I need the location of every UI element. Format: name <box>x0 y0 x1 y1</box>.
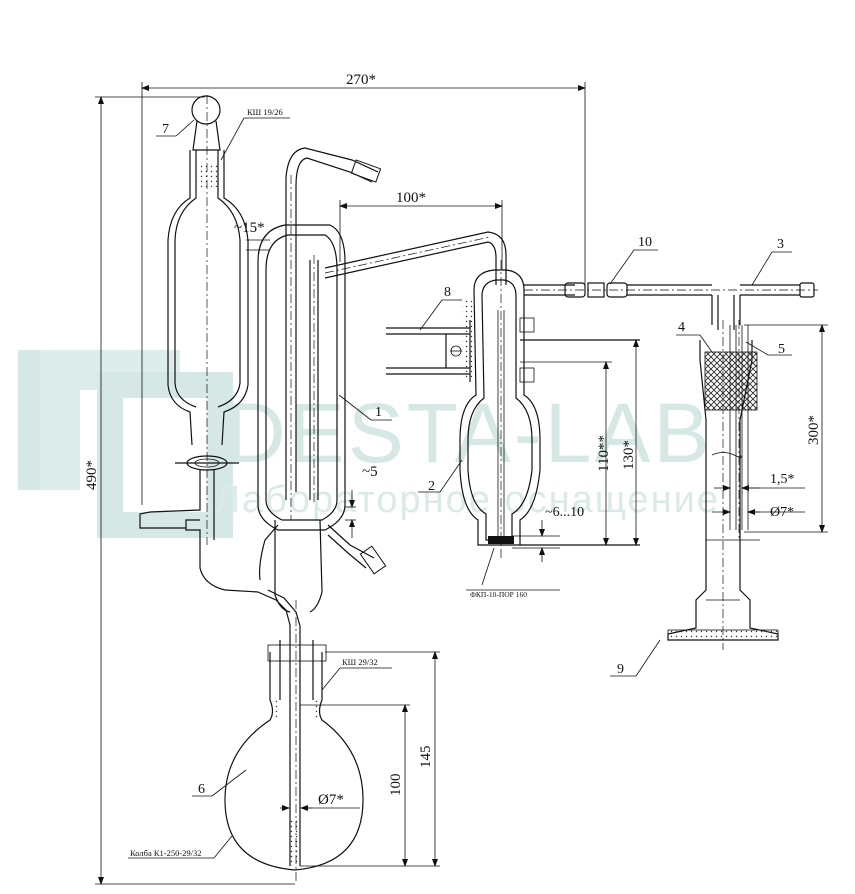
dim-inlet-d7: Ø7* <box>318 792 344 808</box>
measuring-cylinder: 300* 1,5* Ø7* 4 5 9 <box>610 320 828 677</box>
callout-1: 1 <box>375 405 382 420</box>
dropping-funnel: ~15* КШ 19/26 <box>139 95 290 593</box>
overall-dimensions: 270* 490* <box>84 72 586 885</box>
dim-tube-d7: Ø7* <box>770 505 794 520</box>
dim-trap-130: 130* <box>621 440 637 470</box>
dim-flask-100: 100 <box>388 774 404 797</box>
callout-8: 8 <box>444 285 451 300</box>
connecting-arm: 100* <box>324 190 507 285</box>
trap-vessel: 110** 130* ~6...10 ФКП-10-ПОР 160 2 <box>418 260 640 599</box>
t-tube-assembly: 10 3 <box>524 235 818 330</box>
dim-condenser-spacing: 100* <box>396 190 426 206</box>
holder-clamp: 8 <box>386 285 471 382</box>
label-flask: Колба К1-250-29/32 <box>130 848 202 858</box>
dim-frit-gap: ~6...10 <box>545 505 584 520</box>
dim-trap-110: 110** <box>596 435 612 472</box>
callout-7: 7 <box>162 122 169 137</box>
callout-9: 9 <box>617 662 624 677</box>
central-column: ~5 1 <box>257 147 392 613</box>
label-joint-top: КШ 19/26 <box>247 107 283 117</box>
callout-4: 4 <box>678 320 685 335</box>
flask: Ø7* 145 100 КШ 29/32 6 Колба К1-250-29/3… <box>128 589 440 884</box>
dim-gap-5: ~5 <box>362 464 378 480</box>
callout-2: 2 <box>428 479 435 494</box>
label-joint-flask: КШ 29/32 <box>342 657 378 667</box>
dim-overall-width: 270* <box>346 72 376 88</box>
callout-7-group: 7 <box>156 119 195 137</box>
dim-wall-1-5: 1,5* <box>770 472 795 487</box>
callout-6: 6 <box>198 782 205 797</box>
callout-5: 5 <box>778 342 785 357</box>
watermark-brand: DESTA-LAB <box>225 386 713 480</box>
label-frit: ФКП-10-ПОР 160 <box>470 590 527 599</box>
watermark: DESTA-LAB Лабораторное оснащение <box>18 350 718 538</box>
callout-10: 10 <box>638 235 652 250</box>
dim-overall-height: 490* <box>84 460 100 490</box>
callout-3: 3 <box>777 237 784 252</box>
watermark-logo <box>18 350 233 538</box>
dim-neck-gap: ~15* <box>234 220 265 236</box>
dim-cylinder-300: 300* <box>806 415 822 445</box>
dim-flask-145: 145 <box>418 746 434 769</box>
